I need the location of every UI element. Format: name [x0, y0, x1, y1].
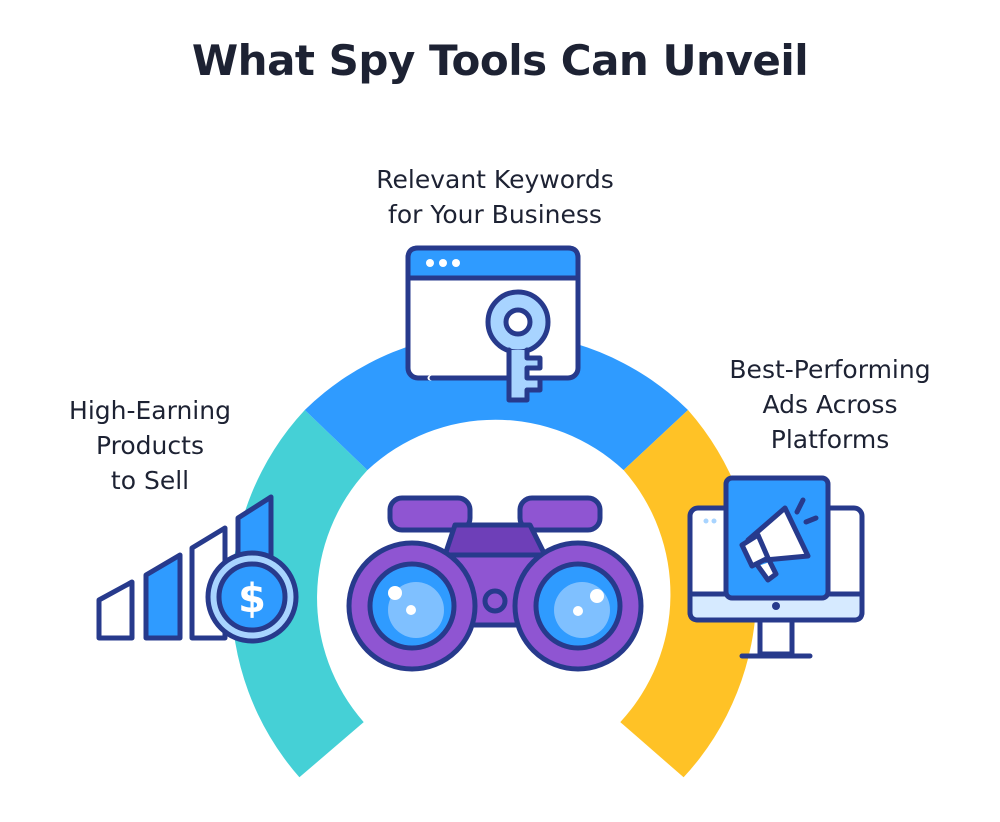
monitor-megaphone-icon [687, 475, 865, 659]
page-title: What Spy Tools Can Unveil [0, 36, 1000, 95]
label-products-line-2: Products [96, 431, 204, 460]
title-highlight: Spy Tools [318, 36, 559, 95]
dollar-symbol: $ [238, 576, 266, 622]
label-ads-line-3: Platforms [770, 425, 890, 454]
gauge-segment-top [304, 331, 688, 471]
label-best-performing-ads: Best-Performing Ads Across Platforms [700, 352, 960, 457]
label-ads-line-2: Ads Across [762, 390, 898, 419]
label-products-line-3: to Sell [110, 466, 190, 495]
label-ads-line-1: Best-Performing [729, 355, 931, 384]
label-high-earning-products: High-Earning Products to Sell [30, 393, 270, 498]
bar-chart-dollar-icon: $ [96, 494, 299, 644]
title-highlight-text: Spy Tools [328, 36, 548, 85]
label-keywords-line-2: for Your Business [388, 200, 602, 229]
label-products-line-1: High-Earning [69, 396, 231, 425]
browser-key-icon [405, 245, 581, 403]
label-keywords-line-1: Relevant Keywords [376, 165, 614, 194]
title-part-1: What [191, 36, 329, 85]
label-relevant-keywords: Relevant Keywords for Your Business [330, 162, 660, 232]
title-part-2: Can Unveil [546, 36, 809, 85]
binoculars-icon [346, 495, 644, 672]
